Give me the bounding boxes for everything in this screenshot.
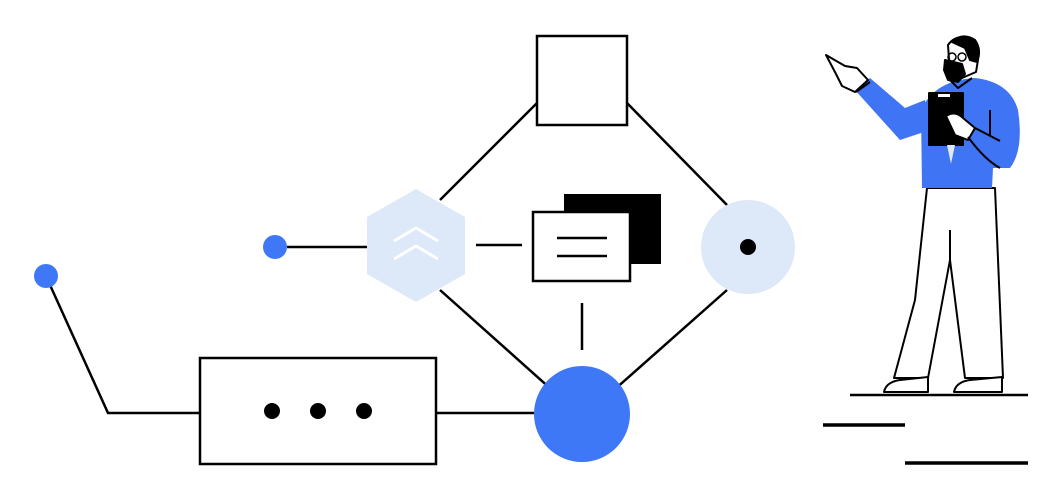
ellipsis-node bbox=[198, 356, 438, 466]
hub-circle-node bbox=[534, 366, 630, 462]
square-node bbox=[535, 34, 629, 127]
ellipsis-icon bbox=[264, 403, 372, 419]
double-chevron-up-icon bbox=[393, 226, 439, 261]
stacked-documents-icon bbox=[531, 194, 661, 283]
dot-icon bbox=[740, 239, 756, 255]
connector-line bbox=[626, 102, 728, 206]
connector-line bbox=[613, 289, 728, 391]
connectors bbox=[48, 102, 728, 415]
connector-line bbox=[439, 289, 553, 391]
connector-line bbox=[439, 102, 538, 201]
presenter-person bbox=[825, 35, 1020, 393]
circle-node bbox=[701, 200, 795, 294]
ground-lines bbox=[823, 393, 1028, 465]
endpoint-dot bbox=[263, 235, 287, 259]
hexagon-node bbox=[367, 189, 465, 302]
connector-line bbox=[48, 284, 200, 415]
endpoint-dot bbox=[34, 264, 58, 288]
